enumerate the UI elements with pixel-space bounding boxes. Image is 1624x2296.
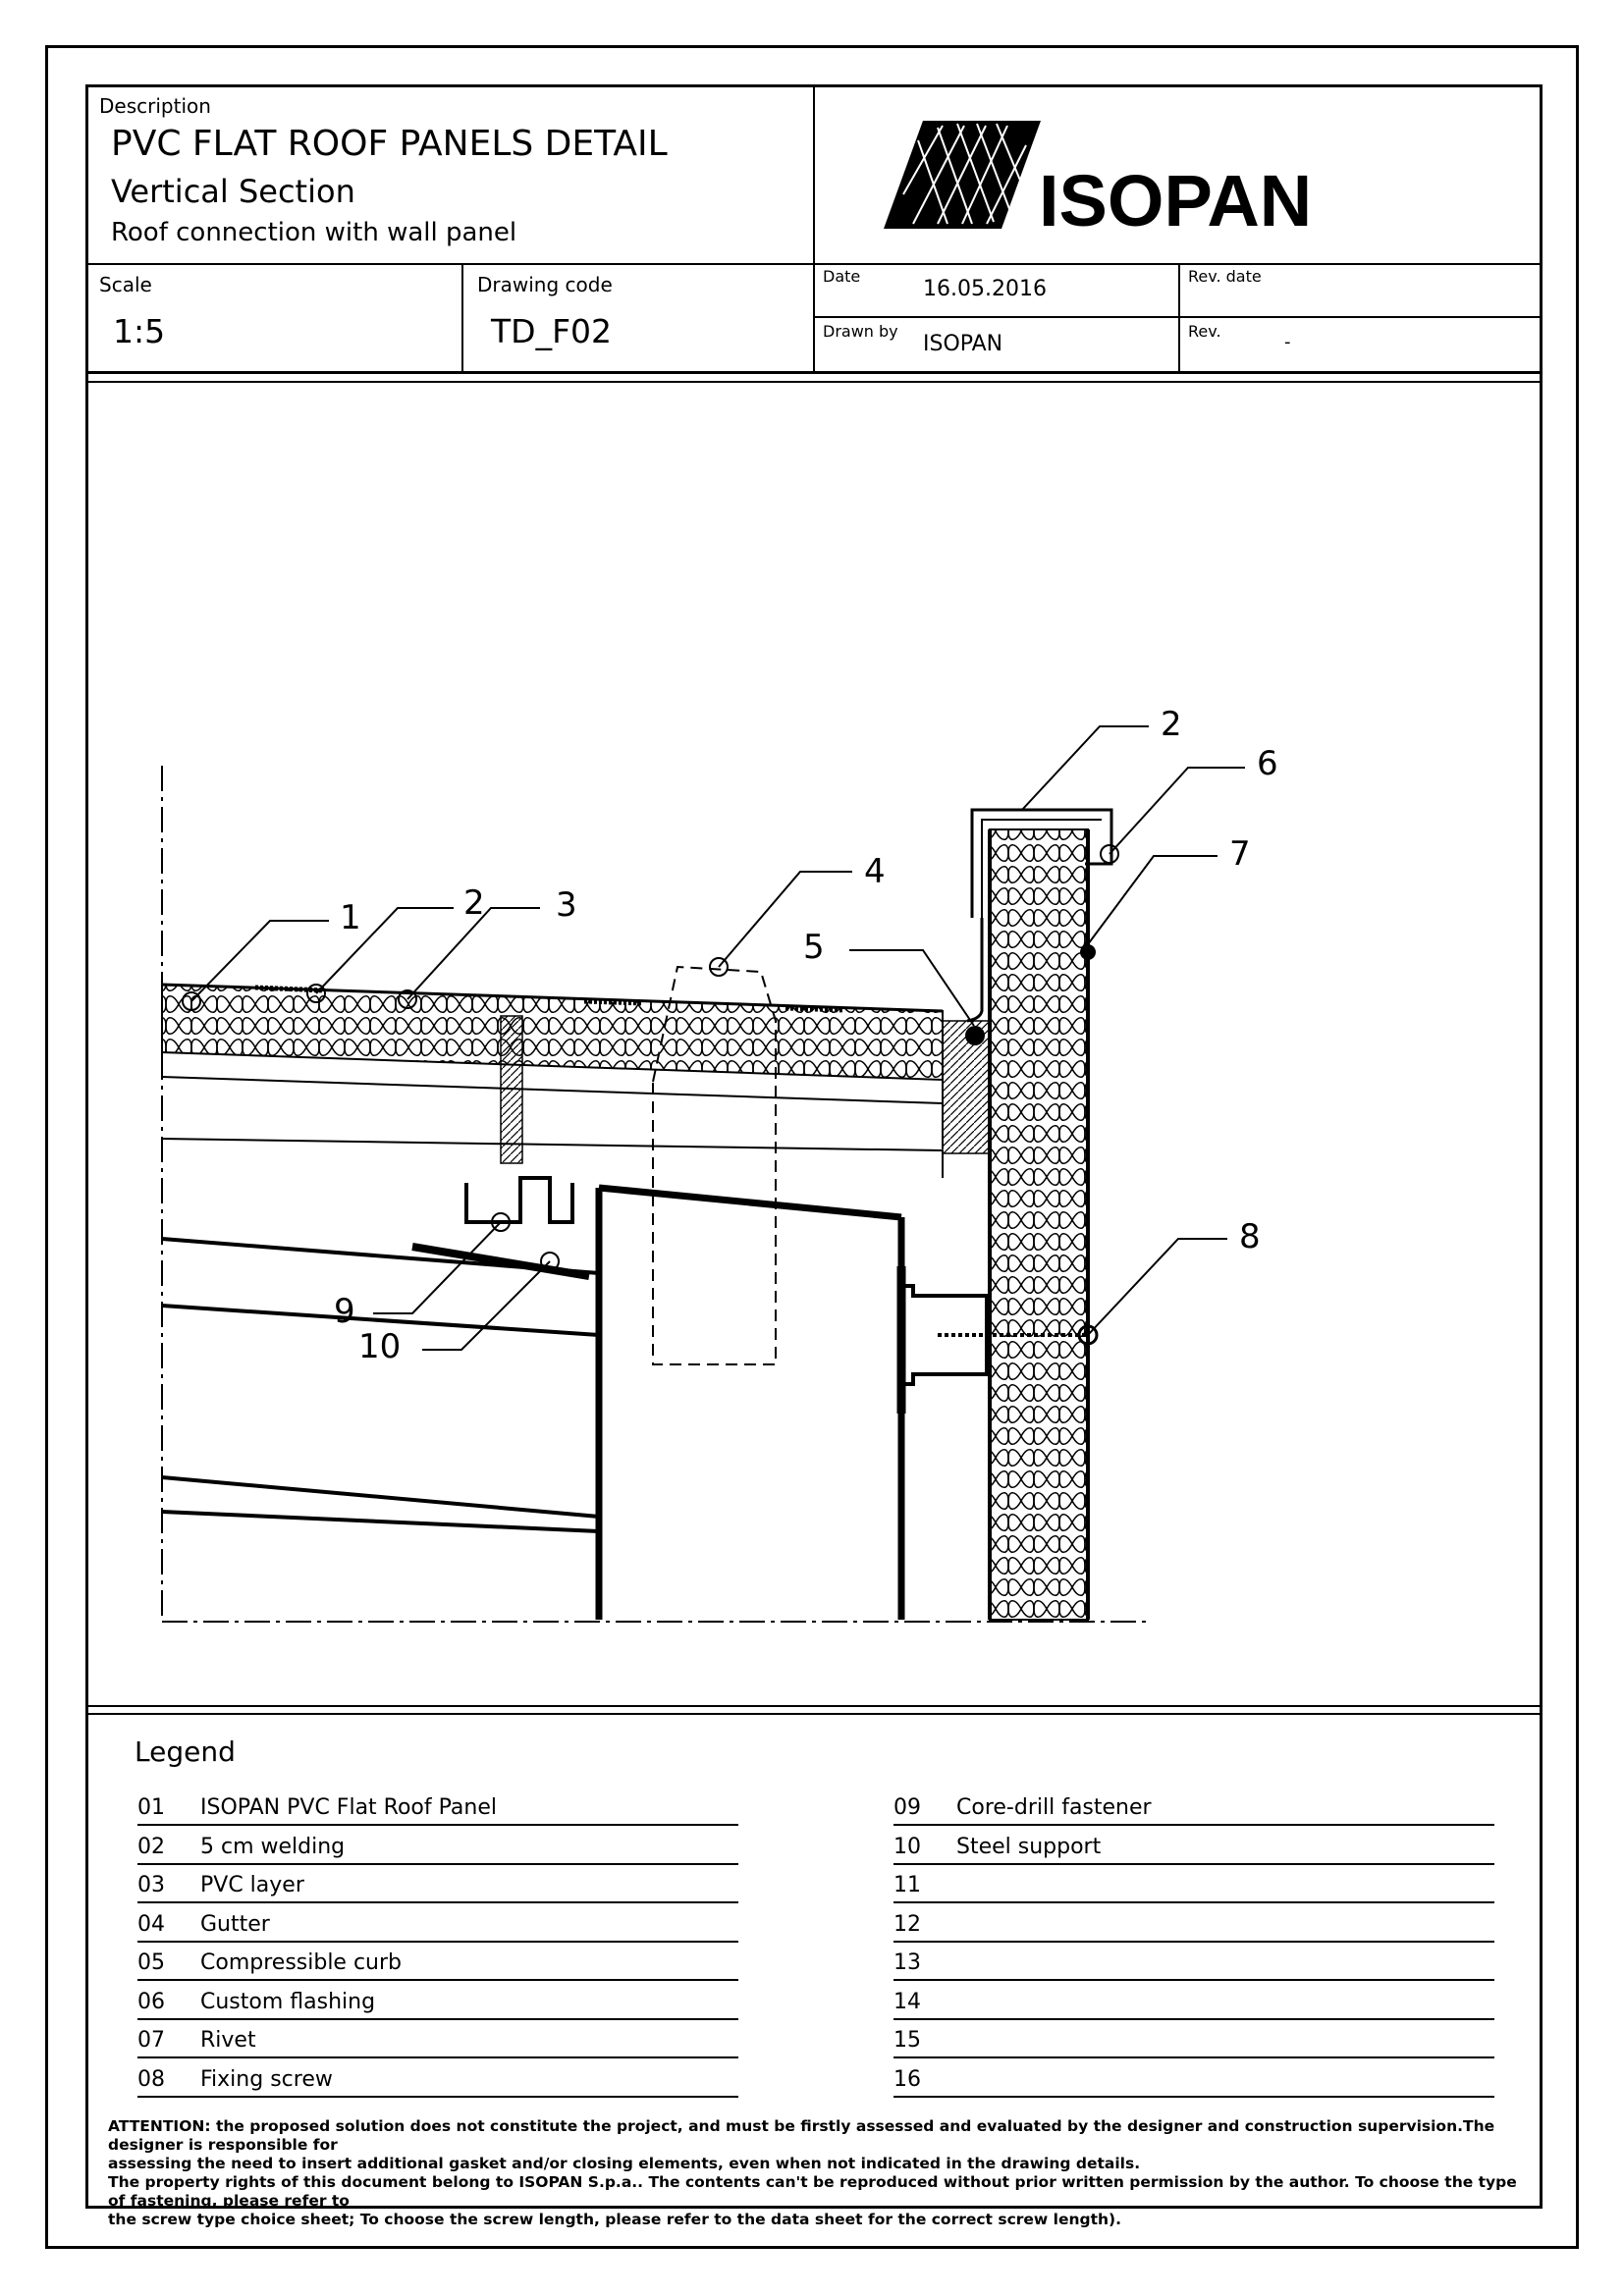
callout-10: 10 [358, 1327, 402, 1366]
drawing-bottom-line-1 [85, 1705, 1543, 1707]
legend-row: 16 [893, 2056, 1494, 2098]
drawing-bottom-line-2 [85, 1713, 1543, 1715]
callout-9: 9 [334, 1292, 355, 1331]
drawing-code-value: TD_F02 [491, 312, 613, 350]
callout-6: 6 [1257, 744, 1278, 783]
outer-frame [45, 45, 1579, 2249]
callout-5: 5 [803, 928, 825, 967]
legend-row: 11 [893, 1862, 1494, 1903]
section-drawing [161, 725, 1245, 1623]
drawing-subtitle-2: Roof connection with wall panel [111, 218, 517, 247]
title-divider-h4 [85, 381, 1543, 383]
description-label: Description [99, 94, 211, 118]
roof-panel [161, 983, 944, 1178]
note-line-4: the screw type choice sheet; To choose t… [108, 2211, 1122, 2228]
steel-structure [161, 1176, 1090, 1620]
attention-note: ATTENTION: the proposed solution does no… [108, 2117, 1532, 2229]
legend-row: 13 [893, 1940, 1494, 1981]
title-divider-h3 [85, 371, 1543, 374]
legend-row: 15 [893, 2017, 1494, 2058]
drawing-subtitle: Vertical Section [111, 173, 355, 210]
scale-value: 1:5 [113, 312, 166, 350]
note-line-3: The property rights of this document bel… [108, 2173, 1517, 2210]
rev-value: - [1284, 332, 1291, 352]
title-divider-v3 [1178, 263, 1180, 373]
title-divider-v2 [461, 263, 463, 373]
drawing-title: PVC FLAT ROOF PANELS DETAIL [111, 124, 668, 164]
legend-row: 12 [893, 1901, 1494, 1943]
legend-row: 14 [893, 1979, 1494, 2020]
legend-title: Legend [135, 1735, 236, 1768]
note-line-1: ATTENTION: the proposed solution does no… [108, 2117, 1495, 2154]
note-line-2: assessing the need to insert additional … [108, 2155, 1141, 2172]
wall-panel [965, 808, 1113, 1621]
logo-wordmark: ISOPAN [1039, 160, 1312, 234]
callout-8: 8 [1239, 1217, 1261, 1256]
date-label: Date [823, 267, 861, 286]
callout-7: 7 [1229, 834, 1251, 874]
callout-3: 3 [556, 885, 577, 925]
drawn-by-value: ISOPAN [923, 332, 1003, 356]
drawn-by-label: Drawn by [823, 322, 898, 341]
scale-label: Scale [99, 273, 152, 296]
drawing-code-label: Drawing code [477, 273, 613, 296]
title-divider-h1 [85, 263, 1543, 265]
leader-lines [190, 725, 1245, 1351]
callout-1: 1 [340, 898, 361, 937]
title-divider-h2 [813, 316, 1543, 318]
date-value: 16.05.2016 [923, 277, 1047, 301]
title-divider-v1 [813, 84, 815, 373]
callout-4: 4 [864, 852, 886, 891]
rev-label: Rev. [1188, 322, 1221, 341]
callout-2: 2 [463, 883, 485, 923]
callout-2b: 2 [1161, 705, 1182, 744]
isopan-logo: ISOPAN [884, 116, 1316, 241]
rev-date-label: Rev. date [1188, 267, 1262, 286]
